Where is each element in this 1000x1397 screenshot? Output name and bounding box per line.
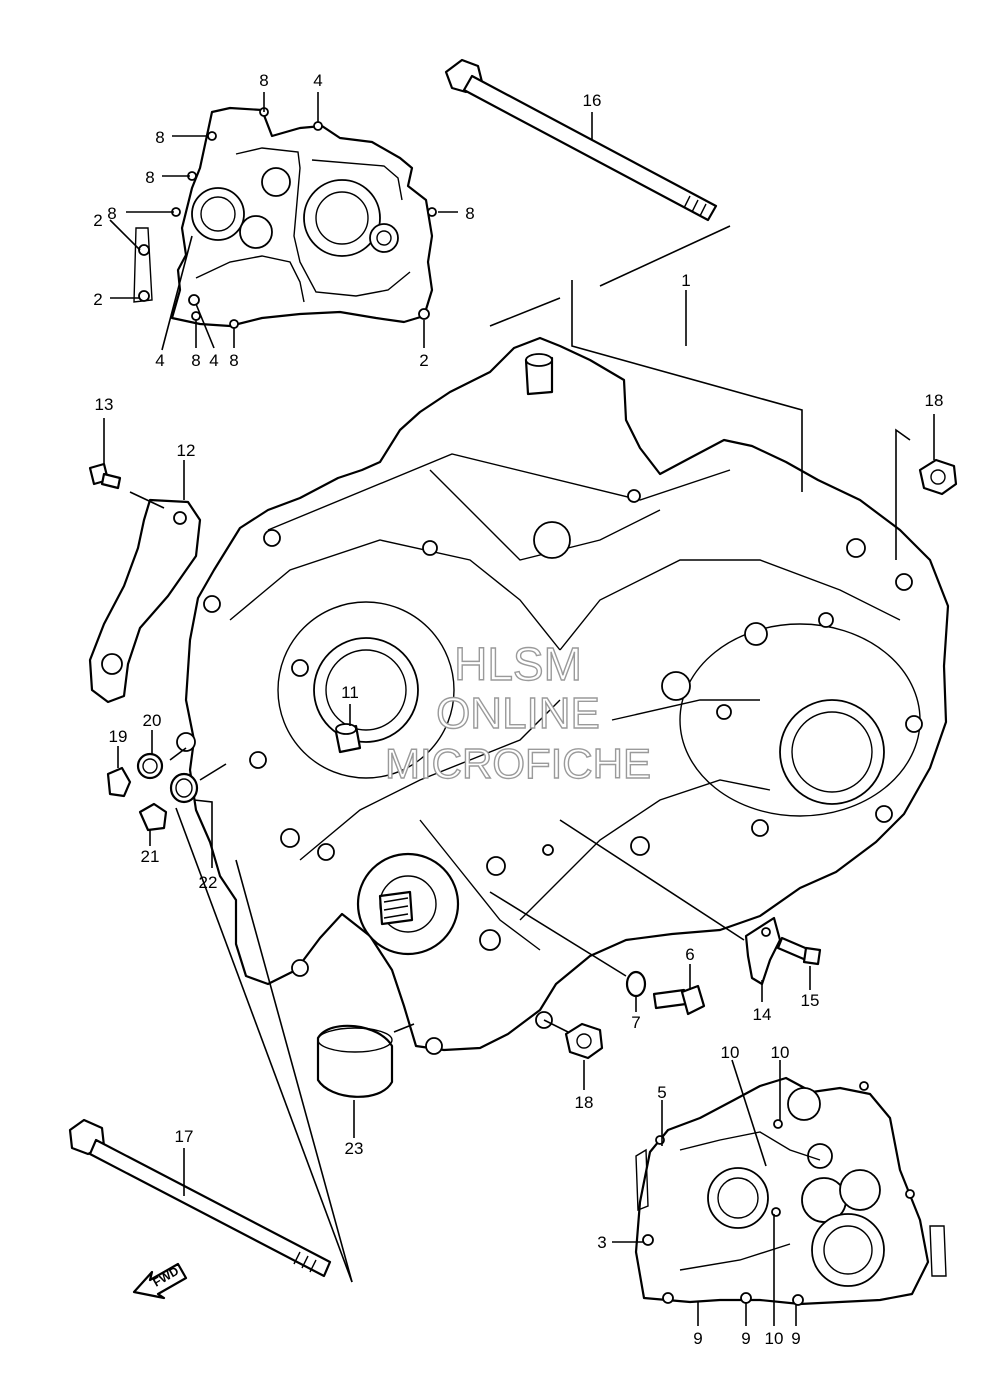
callout-label: 4	[313, 71, 322, 90]
callout-label: 21	[141, 847, 160, 866]
plug-19	[106, 766, 132, 798]
watermark-line-3: MICROFICHE	[385, 740, 651, 787]
cap-23	[316, 1024, 394, 1098]
callout-label: 4	[155, 351, 164, 370]
callout-label: 16	[583, 91, 602, 110]
callout-label: 3	[597, 1233, 606, 1252]
callout-label: 13	[95, 395, 114, 414]
callout-label: 18	[575, 1093, 594, 1112]
callout-label: 2	[419, 351, 428, 370]
callout-label: 8	[155, 128, 164, 147]
callout-label: 22	[199, 873, 218, 892]
callout-labels: 8 4 8 8 8 8 2 2 4 8 4 8 2 16 1 13 12 18 …	[93, 71, 943, 1348]
bolt-6	[652, 984, 706, 1016]
bolt-15	[776, 936, 822, 966]
crankcase-main-assembly	[176, 336, 950, 1055]
callout-label: 8	[145, 168, 154, 187]
callout-label: 4	[209, 351, 218, 370]
callout-label: 10	[765, 1329, 784, 1348]
callout-label: 23	[345, 1139, 364, 1158]
watermark-line-2: ONLINE	[436, 689, 600, 738]
right-crankcase-half-inset	[634, 1076, 947, 1306]
callout-label: 18	[925, 391, 944, 410]
callout-label: 8	[191, 351, 200, 370]
callout-label: 15	[801, 991, 820, 1010]
callout-label: 8	[259, 71, 268, 90]
plug-21	[138, 802, 168, 832]
callout-label: 5	[657, 1083, 666, 1102]
callout-label: 8	[229, 351, 238, 370]
callout-label: 9	[791, 1329, 800, 1348]
callout-label: 12	[177, 441, 196, 460]
callout-label: 6	[685, 945, 694, 964]
callout-label: 14	[753, 1005, 772, 1024]
callout-label: 8	[465, 204, 474, 223]
bolt-13	[88, 462, 122, 490]
callout-label: 1	[681, 271, 690, 290]
leader-lines	[103, 92, 935, 1326]
washer-20	[136, 752, 164, 780]
callout-label: 10	[721, 1043, 740, 1062]
callout-label: 9	[693, 1329, 702, 1348]
long-bolt-17	[68, 1118, 332, 1278]
left-crankcase-half-inset	[133, 106, 437, 329]
forward-direction-arrow: FWD	[132, 1262, 188, 1300]
washer-7	[625, 970, 647, 998]
o-ring-22	[169, 772, 199, 804]
callout-label: 20	[143, 711, 162, 730]
callout-label: 10	[771, 1043, 790, 1062]
callout-label: 11	[341, 683, 359, 702]
long-bolt-16	[444, 58, 718, 222]
watermark-line-1: HLSM	[454, 638, 582, 690]
callout-label: 2	[93, 211, 102, 230]
callout-label: 17	[175, 1127, 194, 1146]
callout-label: 7	[631, 1013, 640, 1032]
callout-label: 8	[107, 204, 116, 223]
bracket-14	[744, 916, 782, 986]
nut-18-bottom	[564, 1022, 604, 1060]
bracket-12	[88, 498, 202, 704]
nut-18-top	[918, 458, 958, 496]
callout-label: 9	[741, 1329, 750, 1348]
callout-label: 2	[93, 290, 102, 309]
callout-label: 19	[109, 727, 128, 746]
watermark: HLSM ONLINE MICROFICHE	[384, 637, 651, 787]
